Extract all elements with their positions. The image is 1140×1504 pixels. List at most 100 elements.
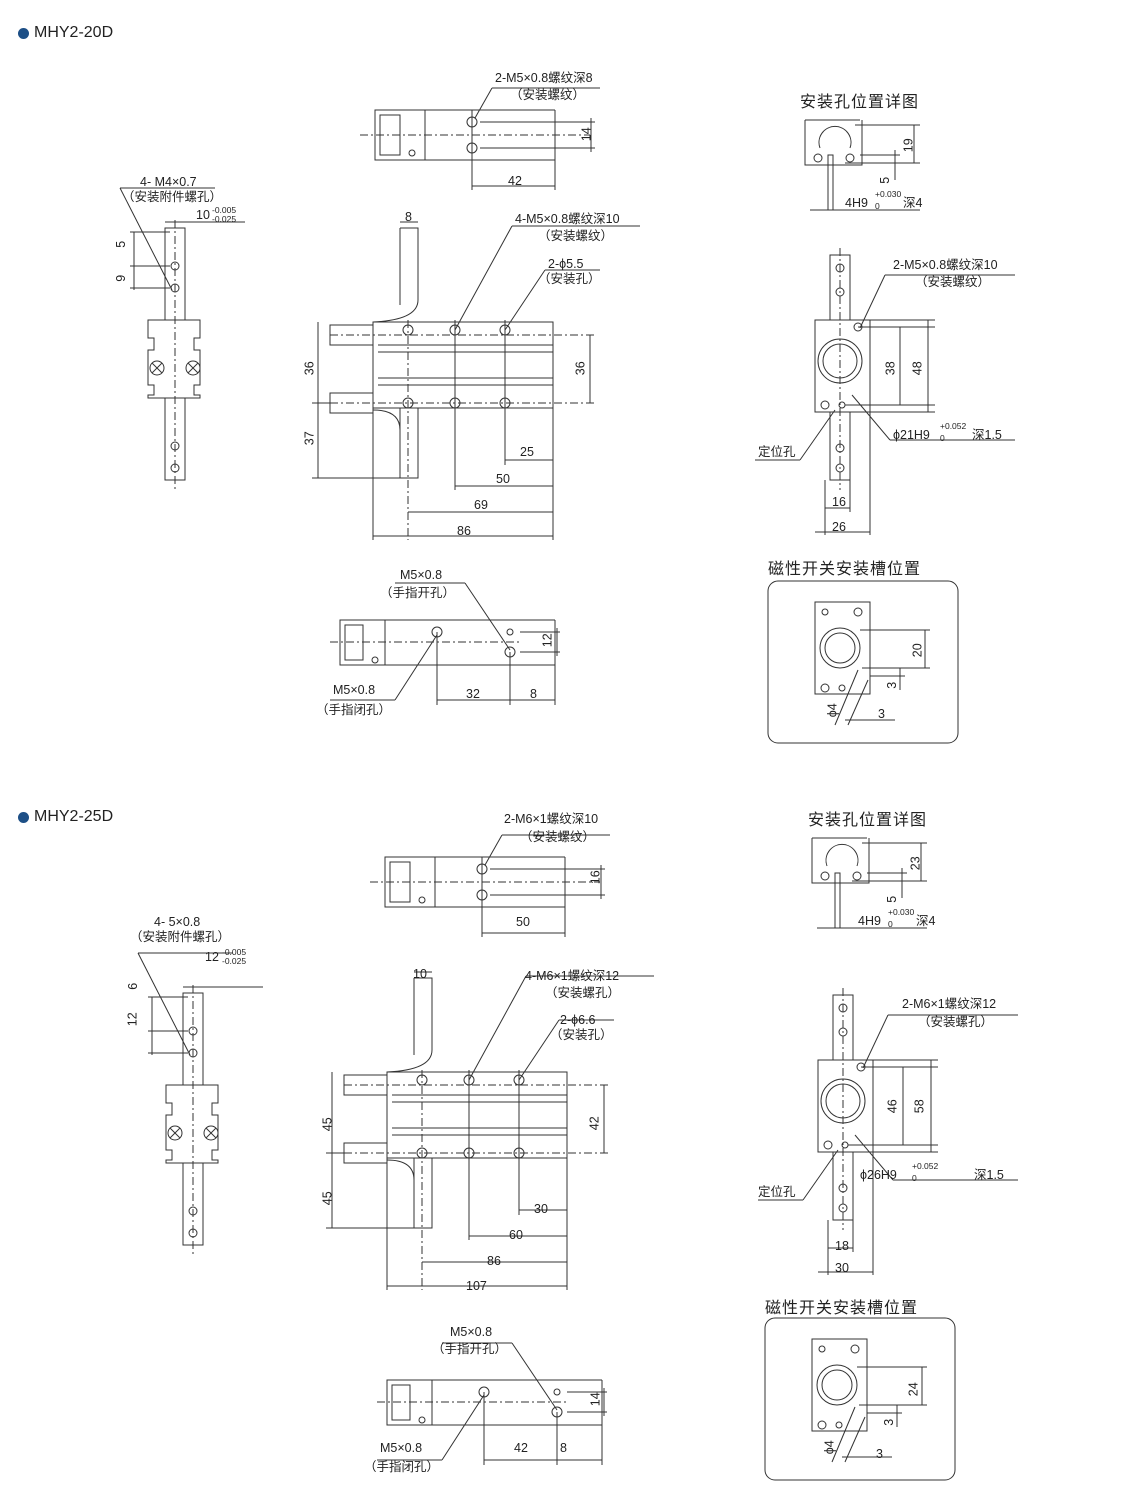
front-hole-note: （安装孔）: [550, 1028, 613, 1042]
bullet-icon: [18, 27, 29, 39]
front-thread: 4-M6×1螺纹深12: [525, 969, 620, 983]
front-thread: 4-M5×0.8螺纹深10: [515, 212, 620, 226]
switch-heading: 磁性开关安装槽位置: [765, 1300, 919, 1317]
front-hole-note: （安装孔）: [538, 272, 601, 286]
front-thread-note: （安装螺纹）: [538, 229, 614, 243]
top-dim-h: 14: [579, 127, 594, 142]
front-d2: 60: [509, 1228, 523, 1242]
side-thread: 4- M4×0.7: [140, 175, 197, 189]
top-dim-w: 42: [508, 174, 522, 188]
side-width: 10: [196, 208, 210, 222]
detail-tol-low: 0: [875, 201, 880, 211]
right-bore: ϕ26H9: [860, 1168, 897, 1182]
right-dim-b: 58: [912, 1099, 927, 1114]
right-tol-low: 0: [912, 1173, 917, 1183]
front-finger-width: 10: [413, 967, 427, 981]
front-hole: 2-ϕ6.6: [560, 1013, 596, 1027]
side-width: 12: [205, 950, 219, 964]
switch-dim-b: 3: [882, 1418, 897, 1426]
model-name: MHY2-25D: [34, 808, 114, 825]
detail-tol-up: +0.030: [888, 907, 915, 917]
side-tol-up: -0.005: [212, 205, 237, 215]
side-dim-a: 6: [126, 982, 141, 990]
bottom-open-note: （手指开孔）: [380, 586, 456, 600]
front-d1: 25: [520, 445, 534, 459]
detail-depth: 深4: [903, 196, 923, 210]
switch-heading: 磁性开关安装槽位置: [768, 561, 922, 578]
switch-dim-a: 20: [910, 643, 925, 658]
right-w2: 26: [832, 520, 846, 534]
detail-depth: 深4: [916, 914, 936, 928]
right-dim-a: 38: [883, 361, 898, 376]
front-dim-left: 45: [320, 1117, 335, 1132]
detail-dim-a: 19: [901, 138, 916, 153]
front-d2: 50: [496, 472, 510, 486]
section-1-drawing: [119, 87, 1016, 744]
switch-dim-c: 3: [876, 1447, 883, 1461]
front-thread-note: （安装螺孔）: [545, 986, 621, 1000]
top-thread-note: （安装螺纹）: [520, 830, 596, 844]
right-w1: 16: [832, 495, 846, 509]
right-w2: 30: [835, 1261, 849, 1275]
right-thread: 2-M6×1螺纹深12: [902, 997, 997, 1011]
side-tol-low: -0.025: [212, 214, 237, 224]
side-dim-b: 12: [125, 1012, 140, 1027]
switch-dim-c: 3: [878, 707, 885, 721]
right-bore: ϕ21H9: [893, 428, 930, 442]
side-thread: 4- 5×0.8: [154, 915, 201, 929]
right-w1: 18: [835, 1239, 849, 1253]
side-thread-note: （安装附件螺孔）: [122, 190, 223, 204]
right-depth: 深1.5: [972, 428, 1002, 442]
right-dim-a: 46: [885, 1099, 900, 1114]
switch-dim-a: 24: [906, 1382, 921, 1397]
right-locate: 定位孔: [758, 1185, 796, 1199]
front-finger-width: 8: [405, 210, 412, 224]
front-dim-right: 36: [573, 361, 588, 376]
detail-heading: 安装孔位置详图: [808, 812, 928, 829]
front-hole: 2-ϕ5.5: [548, 257, 584, 271]
top-thread-label: 2-M5×0.8螺纹深8: [495, 71, 593, 85]
top-dim-h: 16: [588, 870, 603, 885]
side-dim-b: 9: [114, 274, 129, 282]
bottom-d2: 8: [560, 1441, 567, 1455]
switch-dim-b: 3: [885, 681, 900, 689]
section-2-drawing: [137, 834, 1019, 1481]
bottom-close-note: （手指闭孔）: [316, 703, 392, 717]
bullet-icon: [18, 811, 29, 823]
bottom-d2: 8: [530, 687, 537, 701]
right-thread-note: （安装螺孔）: [918, 1015, 994, 1029]
switch-dia: ϕ4: [822, 1440, 837, 1455]
front-dim-lower: 37: [302, 431, 317, 446]
top-dim-w: 50: [516, 915, 530, 929]
right-dim-b: 48: [910, 361, 925, 376]
front-d3: 69: [474, 498, 488, 512]
side-thread-note: （安装附件螺孔）: [130, 930, 231, 944]
section-title: MHY2-25D: [18, 808, 113, 826]
right-thread: 2-M5×0.8螺纹深10: [893, 258, 998, 272]
front-dim-right: 42: [587, 1116, 602, 1131]
right-thread-note: （安装螺纹）: [915, 275, 991, 289]
bottom-close: M5×0.8: [380, 1441, 423, 1455]
detail-dim-a: 23: [908, 856, 923, 871]
detail-tol-up: +0.030: [875, 189, 902, 199]
side-tol-up: -0.005: [222, 947, 247, 957]
bottom-open-note: （手指开孔）: [432, 1342, 508, 1356]
top-thread-label: 2-M6×1螺纹深10: [504, 812, 599, 826]
bottom-close-note: （手指闭孔）: [364, 1460, 440, 1474]
top-thread-note: （安装螺纹）: [510, 88, 586, 102]
bottom-open: M5×0.8: [400, 568, 443, 582]
right-depth: 深1.5: [974, 1168, 1004, 1182]
detail-dim-b: 5: [885, 895, 900, 903]
detail-tol-low: 0: [888, 919, 893, 929]
switch-dia: ϕ4: [825, 703, 840, 718]
section-title: MHY2-20D: [18, 24, 113, 42]
right-locate: 定位孔: [758, 445, 796, 459]
front-dim-lower: 45: [320, 1191, 335, 1206]
front-d4: 107: [466, 1279, 487, 1293]
side-dim-a: 5: [114, 240, 129, 248]
bottom-d1: 32: [466, 687, 480, 701]
right-tol-low: 0: [940, 433, 945, 443]
bottom-dim-h: 14: [588, 1392, 603, 1407]
detail-heading: 安装孔位置详图: [800, 94, 920, 111]
bottom-close: M5×0.8: [333, 683, 376, 697]
